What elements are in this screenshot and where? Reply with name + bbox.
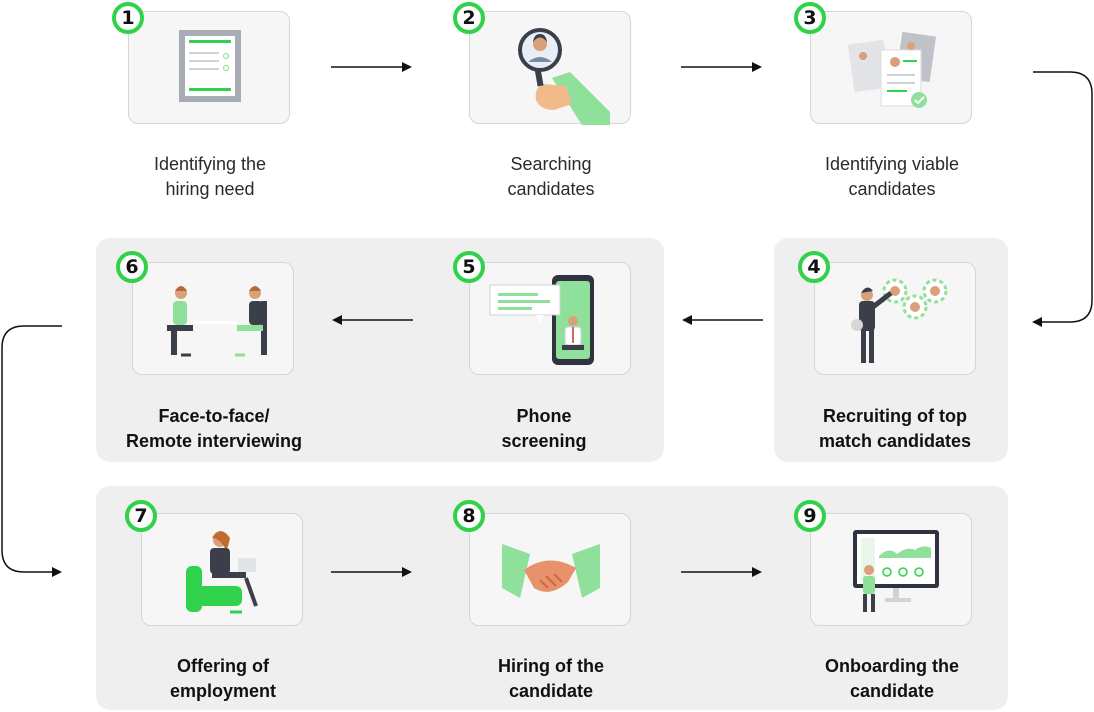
step-2-label: Searching candidates <box>507 154 595 199</box>
step-5-label: Phone screening <box>501 406 587 451</box>
step-5-number-badge: 5 <box>453 251 485 283</box>
step-4-label: Recruiting of top match candidates <box>818 406 972 451</box>
step-1-number-badge: 1 <box>112 2 144 34</box>
step-5-card <box>469 262 631 375</box>
resumes-icon <box>847 31 937 108</box>
step-7-card <box>141 513 303 626</box>
step-4-card <box>814 262 976 375</box>
step-1-label: Identifying the hiring need <box>153 154 267 199</box>
handshake-icon <box>502 544 600 598</box>
step-8-card <box>469 513 631 626</box>
step-3-card <box>810 11 972 124</box>
step-8-number-badge: 8 <box>453 500 485 532</box>
document-icon <box>179 30 241 102</box>
arrow-6-to-7 <box>1 325 62 577</box>
phone-screening-icon <box>489 275 594 365</box>
step-9-number-badge: 9 <box>794 500 826 532</box>
arrow-3-to-4 <box>1032 71 1093 327</box>
step-3-number-badge: 3 <box>794 2 826 34</box>
step-8-label: Hiring of the candidate <box>498 656 604 701</box>
step-4-number-badge: 4 <box>798 251 830 283</box>
step-7-number-badge: 7 <box>125 500 157 532</box>
recruiter-gears-icon <box>851 278 948 363</box>
magnifier-candidate-icon <box>518 28 610 125</box>
employment-offer-icon <box>186 531 258 614</box>
interview-icon <box>167 286 267 357</box>
step-9-label: Onboarding the candidate <box>825 656 959 701</box>
step-9-card <box>810 513 972 626</box>
step-6-label: Face-to-face/ Remote interviewing <box>125 406 303 451</box>
step-2-card <box>469 11 631 125</box>
step-2-number-badge: 2 <box>453 2 485 34</box>
step-6-card <box>132 262 294 375</box>
step-6-number-badge: 6 <box>116 251 148 283</box>
step-3-label: Identifying viable candidates <box>824 154 960 199</box>
step-7-label: Offering of employment <box>169 656 277 701</box>
step-1-card <box>128 11 290 124</box>
onboarding-monitor-icon <box>853 530 939 612</box>
